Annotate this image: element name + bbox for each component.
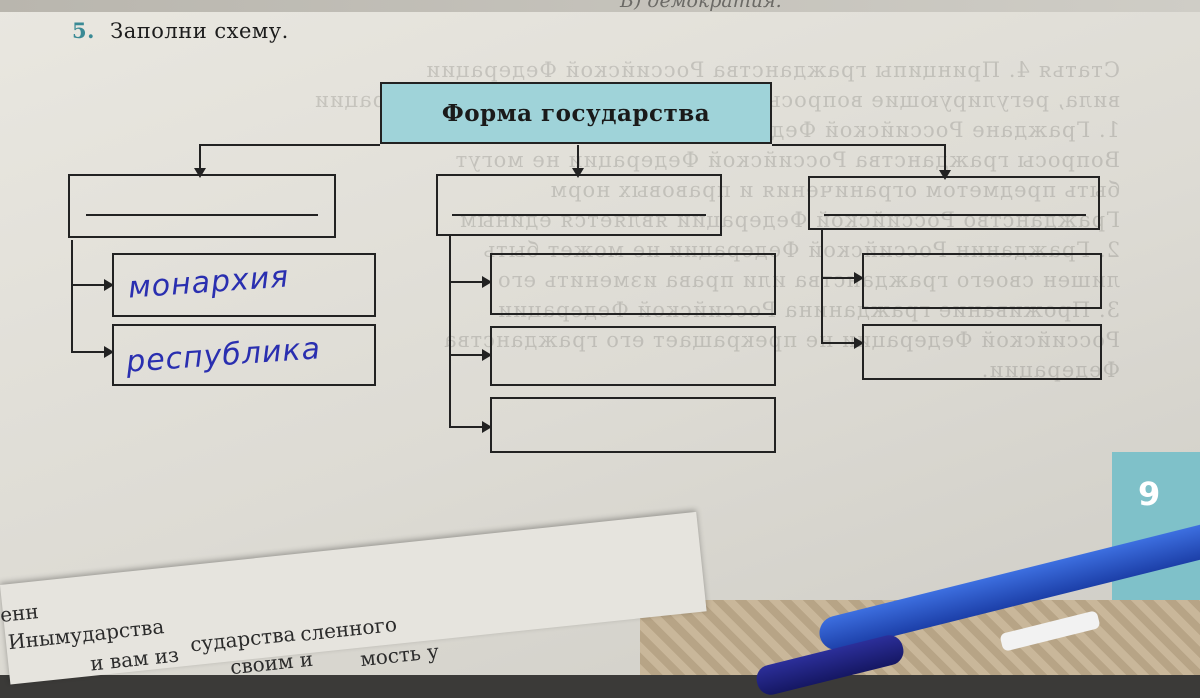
branch-box-middle — [436, 174, 722, 236]
left-sub-box-1: монархия — [112, 253, 376, 317]
diagram-title-box: Форма государства — [380, 82, 772, 144]
right-sub-box-2 — [862, 324, 1102, 380]
branch-box-left — [68, 174, 336, 238]
left-sub-box-2: республика — [112, 324, 376, 386]
answer-blank — [86, 214, 318, 216]
handwritten-answer: монархия — [127, 259, 290, 305]
middle-sub-box-2 — [490, 326, 776, 386]
answer-blank — [452, 214, 706, 216]
answer-blank — [824, 214, 1086, 216]
handwritten-answer: республика — [125, 331, 322, 380]
middle-sub-box-1 — [490, 253, 776, 315]
branch-box-right — [808, 176, 1100, 230]
paper-sheet-text: енн Иным ударства и вам из сударства сво… — [0, 596, 520, 686]
page-number: 9 — [1138, 475, 1160, 513]
middle-sub-box-3 — [490, 397, 776, 453]
right-sub-box-1 — [862, 253, 1102, 309]
